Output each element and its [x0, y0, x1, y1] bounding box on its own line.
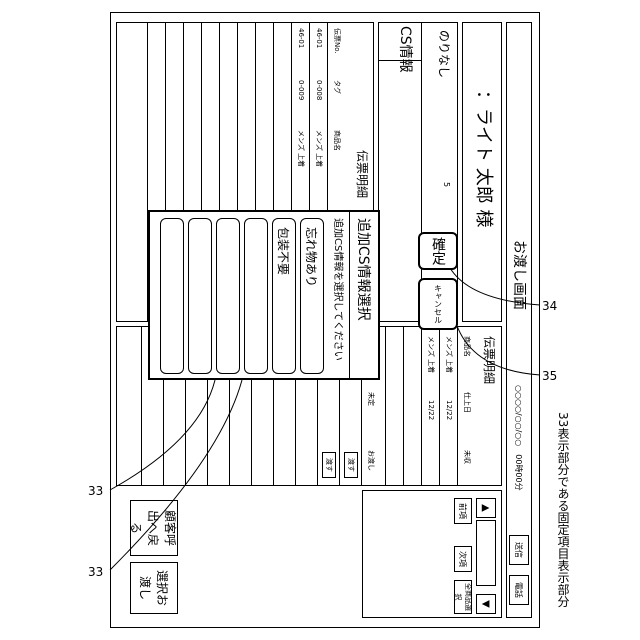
reference-33b: 33	[88, 565, 103, 579]
cancel-label: キャンセル	[433, 284, 444, 324]
leader-line-34	[450, 268, 540, 305]
confirm-button[interactable]: 確定	[418, 232, 458, 270]
reference-35: 35	[542, 369, 557, 383]
cancel-button[interactable]: キャンセル	[418, 278, 458, 330]
caption: 33表示部分である固定項目表示部分	[555, 412, 572, 607]
leader-line-33a	[110, 380, 215, 490]
reference-33a: 33	[88, 484, 103, 498]
leader-line-33b	[110, 380, 242, 570]
confirm-label: 確定	[428, 237, 448, 265]
leader-line-35	[455, 320, 540, 375]
reference-34: 34	[542, 299, 557, 313]
